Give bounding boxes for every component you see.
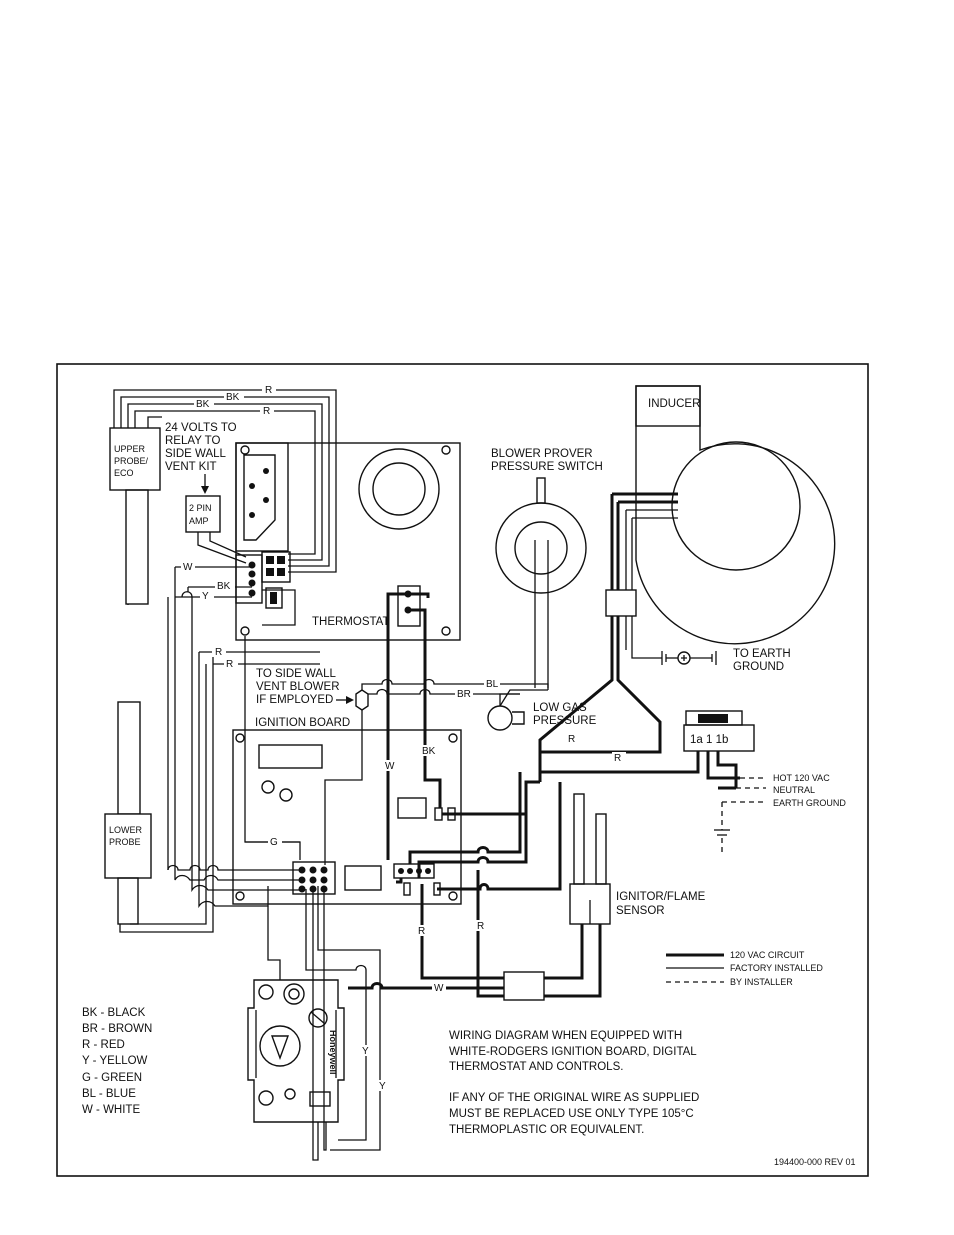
- gas-valve: Honeywell: [247, 979, 345, 1123]
- relay-label-3: SIDE WALL: [165, 448, 227, 460]
- color-key-2: R - RED: [82, 1039, 125, 1051]
- two-pin-amp: 2 PIN AMP: [185, 495, 247, 564]
- thermostat-thick-wires: [386, 592, 442, 860]
- side-wall-wires: [324, 678, 549, 865]
- wire-label-r-mid-2: R: [226, 659, 233, 670]
- note-line-6: THERMOPLASTIC OR EQUIVALENT.: [449, 1124, 644, 1136]
- lower-probe-label-2: PROBE: [109, 837, 141, 847]
- wire-label-r-board-2: R: [477, 921, 484, 932]
- wire-label-r-top: R: [265, 385, 272, 396]
- note-line-1: WIRING DIAGRAM WHEN EQUIPPED WITH: [449, 1030, 682, 1042]
- valve-brand-label: Honeywell: [328, 1030, 338, 1075]
- ignitor-label-2: SENSOR: [616, 905, 665, 917]
- wire-label-r-2: R: [263, 406, 270, 417]
- wire-label-r-mid-1: R: [215, 647, 222, 658]
- upper-probe-label-2: PROBE/: [114, 456, 149, 466]
- ignition-board: IGNITION BOARD: [232, 717, 462, 905]
- pin-amp-label-1: 2 PIN: [189, 503, 212, 513]
- board-right-wires: [396, 772, 562, 998]
- valve-wires: [267, 886, 381, 1161]
- relay-label-4: VENT KIT: [165, 461, 217, 473]
- earth-label-1: TO EARTH: [733, 648, 791, 660]
- earth-label-2: GROUND: [733, 661, 784, 673]
- upper-probe-label-1: UPPER: [114, 444, 146, 454]
- wire-label-y-2: Y: [379, 1081, 386, 1092]
- blower-prover-label-1: BLOWER PROVER: [491, 448, 593, 460]
- color-key-3: Y - YELLOW: [82, 1055, 148, 1067]
- wire-label-w-mid: W: [385, 761, 395, 772]
- note-line-5: MUST BE REPLACED USE ONLY TYPE 105°C: [449, 1108, 694, 1120]
- note-line-3: THERMOSTAT AND CONTROLS.: [449, 1061, 623, 1073]
- blower-prover-label-2: PRESSURE SWITCH: [491, 461, 603, 473]
- inducer: INDUCER: [635, 385, 836, 645]
- side-wall-label-1: TO SIDE WALL: [256, 668, 336, 680]
- wire-label-bk-2: BK: [196, 399, 210, 410]
- doc-number: 194400-000 REV 01: [774, 1157, 856, 1167]
- color-key-0: BK - BLACK: [82, 1007, 146, 1019]
- ignitor-label-1: IGNITOR/FLAME: [616, 891, 706, 903]
- upper-probe-label-3: ECO: [114, 468, 134, 478]
- thermostat-label: THERMOSTAT: [312, 616, 390, 628]
- wire-label-r-board-1: R: [418, 926, 425, 937]
- supply-wiring: [714, 777, 766, 852]
- side-wall-label-3: IF EMPLOYED: [256, 694, 333, 706]
- neutral-label: NEUTRAL: [773, 785, 815, 795]
- wire-label-bk-mid: BK: [422, 746, 436, 757]
- side-wall-label-2: VENT BLOWER: [256, 681, 340, 693]
- upper-probe: UPPER PROBE/ ECO: [109, 427, 161, 605]
- wire-label-bk-top: BK: [226, 392, 240, 403]
- wire-label-y-1: Y: [362, 1046, 369, 1057]
- color-key-4: G - GREEN: [82, 1072, 142, 1084]
- switch-terminals-label: 1a 1 1b: [690, 734, 728, 746]
- color-key-1: BR - BROWN: [82, 1023, 152, 1035]
- wire-label-w-bottom: W: [434, 983, 444, 994]
- earth-ground-symbol: [661, 651, 717, 665]
- wire-label-y-tstat: Y: [202, 591, 209, 602]
- earth-ground-label: EARTH GROUND: [773, 798, 846, 808]
- white-wire-valve: [348, 982, 498, 990]
- line-legend: 120 VAC CIRCUIT FACTORY INSTALLED BY INS…: [666, 950, 823, 987]
- relay-label-1: 24 VOLTS TO: [165, 422, 237, 434]
- wire-label-w-tstat: W: [183, 562, 193, 573]
- wire-label-r-right-2: R: [614, 753, 621, 764]
- diagram-frame: [56, 363, 869, 1177]
- switch-wire-1: [706, 751, 740, 780]
- legend-factory: FACTORY INSTALLED: [730, 963, 823, 973]
- wire-label-r-right-1: R: [568, 734, 575, 745]
- note-line-2: WHITE-RODGERS IGNITION BOARD, DIGITAL: [449, 1046, 697, 1058]
- lower-probe: LOWER PROBE: [104, 701, 152, 925]
- ignition-board-label: IGNITION BOARD: [255, 717, 350, 729]
- thermostat: THERMOSTAT: [235, 442, 461, 641]
- relay-label-2: RELAY TO: [165, 435, 220, 447]
- wire-label-g: G: [270, 837, 278, 848]
- inducer-label: INDUCER: [648, 398, 700, 410]
- inducer-wires: [538, 492, 678, 782]
- blower-prover: BLOWER PROVER PRESSURE SWITCH: [491, 448, 603, 688]
- color-key: BK - BLACK BR - BROWN R - RED Y - YELLOW…: [82, 1007, 152, 1116]
- power-switch: 1a 1 1b: [683, 710, 755, 752]
- pin-amp-label-2: AMP: [189, 516, 209, 526]
- wire-label-br: BR: [457, 689, 471, 700]
- wire-label-bk-tstat: BK: [217, 581, 231, 592]
- color-key-6: W - WHITE: [82, 1104, 140, 1116]
- hot-label: HOT 120 VAC: [773, 773, 830, 783]
- top-wire-labels: R BK BK R: [194, 384, 276, 417]
- lower-left-wires: [119, 864, 300, 933]
- legend-120vac: 120 VAC CIRCUIT: [730, 950, 805, 960]
- color-key-5: BL - BLUE: [82, 1088, 136, 1100]
- wire-label-bl: BL: [486, 679, 499, 690]
- diagram-notes: WIRING DIAGRAM WHEN EQUIPPED WITH WHITE-…: [449, 1030, 699, 1136]
- note-line-4: IF ANY OF THE ORIGINAL WIRE AS SUPPLIED: [449, 1092, 699, 1104]
- ignitor-flame-sensor: IGNITOR/FLAME SENSOR: [498, 793, 706, 1001]
- low-gas-pressure: LOW GAS PRESSURE: [487, 689, 597, 731]
- legend-installer: BY INSTALLER: [730, 977, 793, 987]
- switch-wire-1a: [538, 751, 700, 782]
- switch-wire-1b: [716, 751, 738, 788]
- lower-probe-label-1: LOWER: [109, 825, 143, 835]
